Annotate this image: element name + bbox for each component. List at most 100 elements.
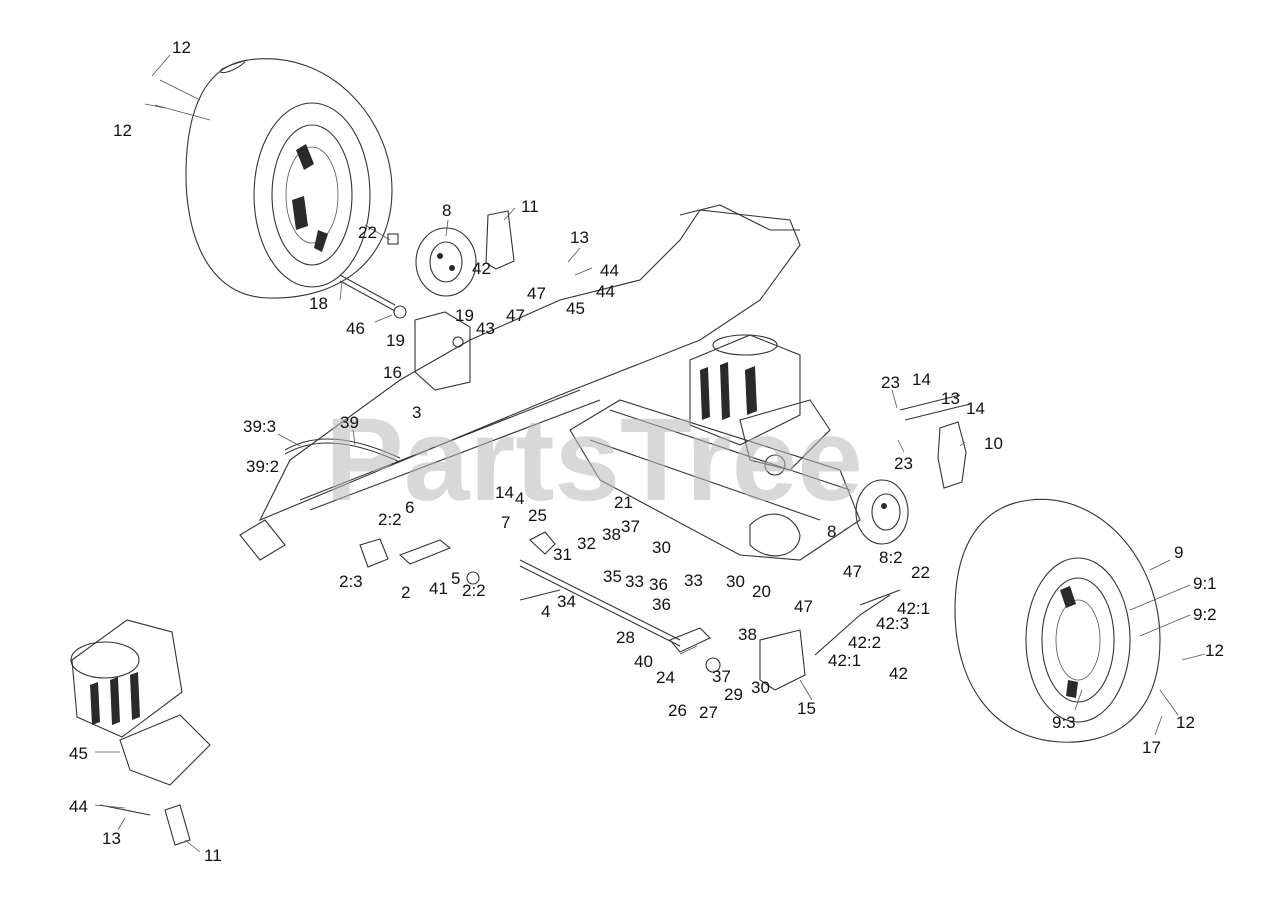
callout-label: 31 <box>553 545 572 564</box>
callout-label: 10 <box>984 434 1003 453</box>
callout-label: 23 <box>894 454 913 473</box>
callout-label: 11 <box>204 846 222 865</box>
right-tire <box>954 498 1161 743</box>
leader-lines <box>94 54 1206 853</box>
callout-label: 45 <box>566 299 585 318</box>
callout-label: 42:1 <box>828 651 861 670</box>
callout-label: 4 <box>515 489 524 508</box>
callout-label: 13 <box>102 829 121 848</box>
callout-label: 46 <box>346 319 365 338</box>
callout-label: 44 <box>600 261 619 280</box>
callout-label: 19 <box>455 306 474 325</box>
callout-label: 35 <box>603 567 622 586</box>
inset-transmission <box>70 619 211 846</box>
callout-label: 6 <box>405 498 414 517</box>
callout-label: 39:2 <box>246 457 279 476</box>
callout-label: 34 <box>557 592 576 611</box>
callout-label: 2 <box>401 583 410 602</box>
right-hub-disc <box>855 479 909 545</box>
callout-label: 2:2 <box>462 581 486 600</box>
callout-label: 9:3 <box>1052 713 1076 732</box>
callout-label: 26 <box>668 701 687 720</box>
callout-label: 45 <box>69 744 88 763</box>
callout-label: 13 <box>941 389 960 408</box>
callout-label: 28 <box>616 628 635 647</box>
right-bracket <box>899 394 971 489</box>
callout-label: 42:1 <box>897 599 930 618</box>
callout-label: 15 <box>797 699 816 718</box>
callout-label: 8:2 <box>879 548 903 567</box>
callout-label: 47 <box>794 597 813 616</box>
callout-label: 2:3 <box>339 572 363 591</box>
callout-label: 12 <box>1176 713 1195 732</box>
callout-label: 42:2 <box>848 633 881 652</box>
left-tire <box>154 58 393 299</box>
watermark: PartsTree <box>325 394 863 526</box>
callout-label: 33 <box>684 571 703 590</box>
callout-label: 30 <box>652 538 671 557</box>
callout-label: 12 <box>172 38 191 57</box>
callout-label: 44 <box>69 797 88 816</box>
callout-label: 32 <box>577 534 596 553</box>
callout-label: 12 <box>113 121 132 140</box>
callout-label: 9:2 <box>1193 605 1217 624</box>
axle-bolt <box>339 274 396 312</box>
callout-label: 5 <box>451 569 460 588</box>
callout-label: 16 <box>383 363 402 382</box>
callout-label: 20 <box>752 582 771 601</box>
left-hub-disc <box>387 227 477 297</box>
callout-label: 47 <box>843 562 862 581</box>
callout-label: 42:3 <box>876 614 909 633</box>
callout-label: 24 <box>656 668 675 687</box>
callout-label: 3 <box>412 403 421 422</box>
transmission-center <box>689 334 831 476</box>
callout-label: 22 <box>911 563 930 582</box>
callout-label: 47 <box>506 306 525 325</box>
callout-label: 4 <box>541 602 550 621</box>
callout-label: 36 <box>649 575 668 594</box>
callout-label: 18 <box>309 294 328 313</box>
callout-label: 25 <box>528 506 547 525</box>
callout-label: 36 <box>652 595 671 614</box>
callout-label: 14 <box>966 399 985 418</box>
callout-label: 38 <box>602 525 621 544</box>
callout-labels: 12 12 8 11 22 13 42 44 44 47 45 47 18 46… <box>69 38 1224 865</box>
callout-label: 37 <box>621 517 640 536</box>
callout-label: 44 <box>596 282 615 301</box>
callout-label: 14 <box>495 483 514 502</box>
callout-label: 12 <box>1205 641 1224 660</box>
callout-label: 9 <box>1174 543 1183 562</box>
callout-label: 29 <box>724 685 743 704</box>
callout-label: 42 <box>472 259 491 278</box>
callout-label: 33 <box>625 572 644 591</box>
callout-label: 41 <box>429 579 448 598</box>
left-bracket <box>393 210 515 391</box>
callout-label: 43 <box>476 319 495 338</box>
callout-label: 11 <box>521 197 539 216</box>
callout-label: 2:2 <box>378 510 402 529</box>
callout-label: 40 <box>634 652 653 671</box>
callout-label: 37 <box>712 667 731 686</box>
main-frame <box>239 204 861 561</box>
callout-label: 8 <box>442 201 451 220</box>
callout-label: 30 <box>726 572 745 591</box>
callout-label: 9:1 <box>1193 574 1217 593</box>
callout-label: 7 <box>501 513 510 532</box>
callout-label: 23 <box>881 373 900 392</box>
callout-label: 17 <box>1142 738 1161 757</box>
callout-label: 39 <box>340 413 359 432</box>
linkage-rods <box>359 531 901 691</box>
callout-label: 42 <box>889 664 908 683</box>
callout-label: 21 <box>614 493 633 512</box>
callout-label: 30 <box>751 678 770 697</box>
callout-label: 38 <box>738 625 757 644</box>
callout-label: 22 <box>358 223 377 242</box>
callout-label: 13 <box>570 228 589 247</box>
callout-label: 19 <box>386 331 405 350</box>
callout-label: 47 <box>527 284 546 303</box>
callout-label: 8 <box>827 522 836 541</box>
callout-label: 39:3 <box>243 417 276 436</box>
callout-label: 14 <box>912 370 931 389</box>
callout-label: 27 <box>699 703 718 722</box>
